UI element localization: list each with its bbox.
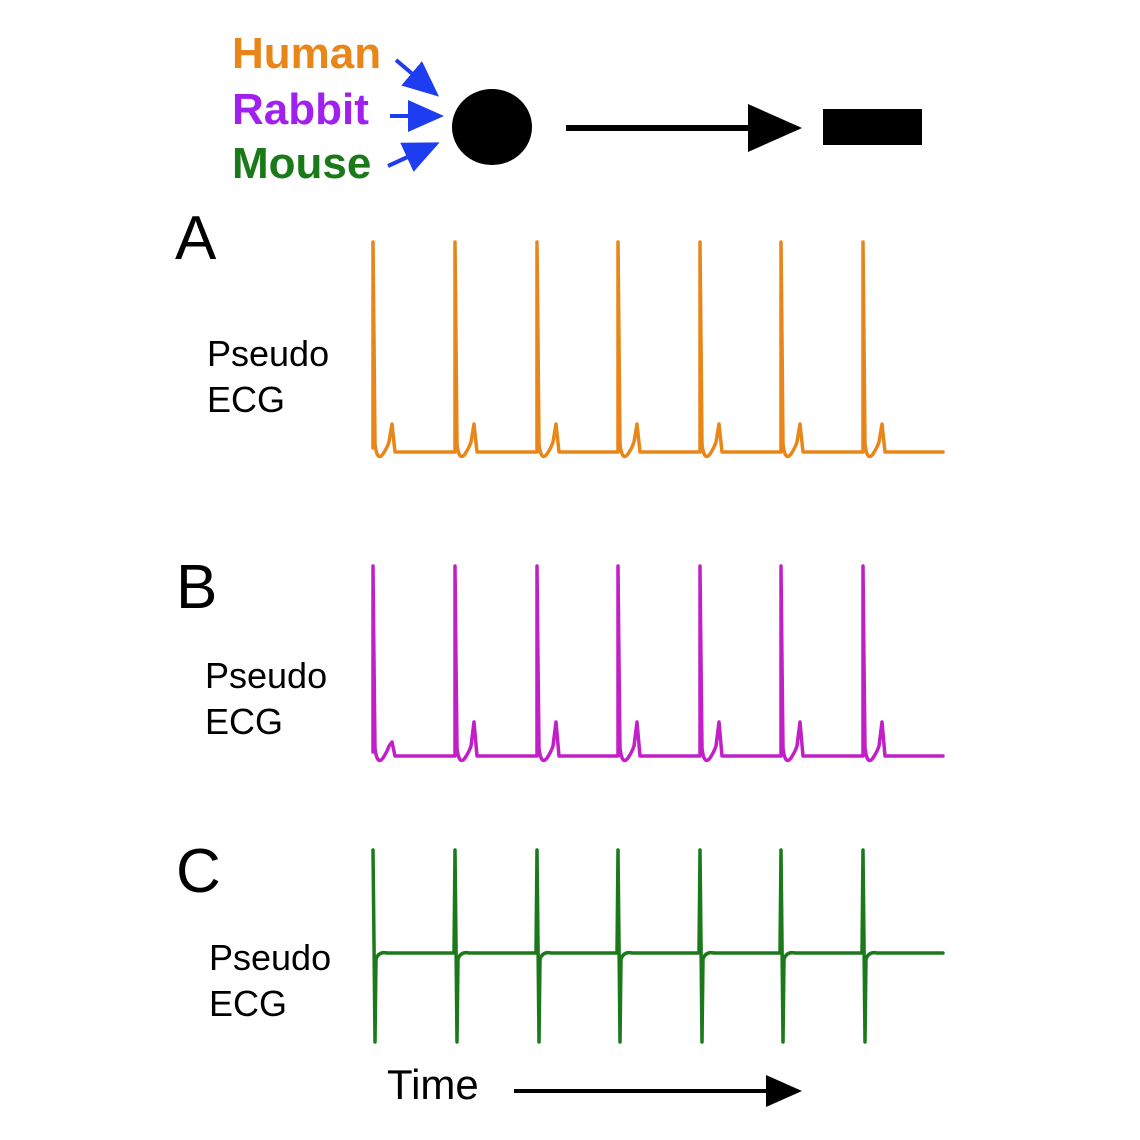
ylabel-c-line1: Pseudo [209,937,331,978]
ecg-trace-a [371,240,945,459]
ecg-trace-c [371,848,945,1044]
ylabel-b-line2: ECG [205,701,283,742]
ylabel-a-line1: Pseudo [207,333,329,374]
ylabel-a-line2: ECG [207,379,285,420]
time-label: Time [387,1061,479,1108]
blue-arrow-human [394,58,440,97]
ylabel-b-line1: Pseudo [205,655,327,696]
species-label-human: Human [232,29,381,78]
ylabel-c-line2: ECG [209,983,287,1024]
tissue-strip-rect [823,109,922,145]
blue-arrow-mouse [387,142,440,172]
species-label-mouse: Mouse [232,139,371,188]
panel-letter-c: C [176,837,221,906]
ecg-trace-b [371,564,945,763]
species-label-rabbit: Rabbit [232,85,369,134]
panel-letter-b: B [176,553,217,622]
panel-letter-a: A [175,204,217,273]
single-cell-circle [452,89,532,165]
